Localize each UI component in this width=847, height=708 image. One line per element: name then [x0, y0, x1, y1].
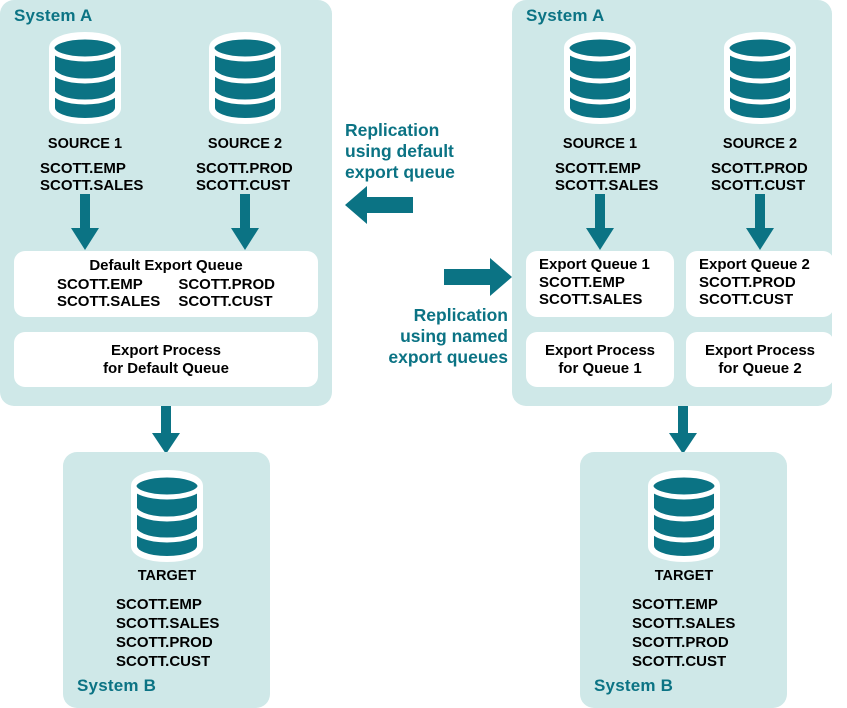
- replication-arrow-right-icon: [444, 258, 512, 296]
- queue-box-title: Export Queue 2: [699, 256, 810, 273]
- flow-arrow-down-icon: [71, 194, 99, 250]
- table-name: SCOTT.SALES: [555, 177, 659, 194]
- database-cylinder-icon: [130, 470, 204, 562]
- flow-arrow-down-icon: [669, 406, 697, 454]
- table-name: SCOTT.CUST: [699, 291, 794, 308]
- database-cylinder-icon: [563, 32, 637, 124]
- right-source-2-title: SOURCE 2: [722, 136, 798, 152]
- right-system-a-label: System A: [526, 6, 605, 25]
- queue-box-title: Default Export Queue: [89, 257, 243, 274]
- table-name: SCOTT.SALES: [539, 291, 643, 308]
- queue-table-column-left: SCOTT.EMP SCOTT.SALES: [57, 276, 160, 310]
- table-name: SCOTT.PROD: [632, 634, 729, 651]
- table-name: SCOTT.SALES: [56, 293, 161, 310]
- table-name: SCOTT.CUST: [116, 653, 211, 670]
- table-name: SCOTT.CUST: [196, 177, 291, 194]
- process-box-line1: Export Process: [704, 341, 816, 359]
- table-name: SCOTT.CUST: [632, 653, 727, 670]
- table-name: SCOTT.PROD: [178, 276, 276, 293]
- process-box-line1: Export Process: [544, 341, 656, 359]
- table-name: SCOTT.SALES: [40, 177, 144, 194]
- export-process-box[interactable]: Export Process for Default Queue: [14, 332, 318, 387]
- table-name: SCOTT.PROD: [116, 634, 213, 651]
- left-target-title: TARGET: [137, 568, 197, 584]
- database-cylinder-icon: [647, 470, 721, 562]
- right-source-1-tables: SCOTT.EMP SCOTT.SALES: [555, 160, 658, 194]
- table-name: SCOTT.PROD: [699, 274, 796, 291]
- export-process-2-box[interactable]: Export Process for Queue 2: [686, 332, 834, 387]
- left-system-b-label: System B: [77, 676, 157, 695]
- right-source-1-title: SOURCE 1: [562, 136, 638, 152]
- flow-arrow-down-icon: [586, 194, 614, 250]
- queue-table-column-right: SCOTT.PROD SCOTT.CUST: [178, 276, 275, 310]
- table-name: SCOTT.SALES: [632, 615, 736, 632]
- right-target-tables: SCOTT.EMP SCOTT.SALES SCOTT.PROD SCOTT.C…: [632, 595, 735, 671]
- left-source-2-title: SOURCE 2: [207, 136, 283, 152]
- table-name: SCOTT.PROD: [196, 160, 293, 177]
- table-name: SCOTT.CUST: [711, 177, 806, 194]
- export-process-1-box[interactable]: Export Process for Queue 1: [526, 332, 674, 387]
- left-source-1-tables: SCOTT.EMP SCOTT.SALES: [40, 160, 143, 194]
- queue-table-columns: SCOTT.EMP SCOTT.SALES SCOTT.PROD SCOTT.C…: [14, 276, 318, 310]
- left-source-2-tables: SCOTT.PROD SCOTT.CUST: [196, 160, 293, 194]
- right-target-title: TARGET: [654, 568, 714, 584]
- process-box-line2: for Queue 1: [558, 359, 642, 377]
- right-system-b-label: System B: [594, 676, 674, 695]
- table-name: SCOTT.EMP: [56, 276, 143, 293]
- replication-arrow-left-icon: [345, 186, 413, 224]
- queue-box-title: Export Queue 1: [539, 256, 650, 273]
- caption-default-queue: Replication using default export queue: [345, 120, 455, 182]
- caption-named-queues: Replication using named export queues: [388, 305, 508, 367]
- table-name: SCOTT.EMP: [539, 274, 625, 291]
- table-name: SCOTT.CUST: [178, 293, 273, 310]
- table-name: SCOTT.EMP: [40, 160, 126, 177]
- left-system-a-label: System A: [14, 6, 93, 25]
- left-source-1-title: SOURCE 1: [47, 136, 123, 152]
- process-box-line1: Export Process: [110, 341, 222, 359]
- flow-arrow-down-icon: [746, 194, 774, 250]
- left-target-tables: SCOTT.EMP SCOTT.SALES SCOTT.PROD SCOTT.C…: [116, 595, 219, 671]
- process-box-line2: for Queue 2: [718, 359, 802, 377]
- default-export-queue-box[interactable]: Default Export Queue SCOTT.EMP SCOTT.SAL…: [14, 251, 318, 317]
- table-name: SCOTT.EMP: [632, 596, 718, 613]
- export-queue-1-box[interactable]: Export Queue 1 SCOTT.EMP SCOTT.SALES: [526, 251, 674, 317]
- table-name: SCOTT.EMP: [116, 596, 202, 613]
- right-source-2-tables: SCOTT.PROD SCOTT.CUST: [711, 160, 808, 194]
- database-cylinder-icon: [48, 32, 122, 124]
- table-name: SCOTT.EMP: [555, 160, 641, 177]
- database-cylinder-icon: [208, 32, 282, 124]
- table-name: SCOTT.PROD: [711, 160, 808, 177]
- table-name: SCOTT.SALES: [116, 615, 220, 632]
- database-cylinder-icon: [723, 32, 797, 124]
- flow-arrow-down-icon: [152, 406, 180, 454]
- flow-arrow-down-icon: [231, 194, 259, 250]
- process-box-line2: for Default Queue: [103, 359, 229, 377]
- export-queue-2-box[interactable]: Export Queue 2 SCOTT.PROD SCOTT.CUST: [686, 251, 834, 317]
